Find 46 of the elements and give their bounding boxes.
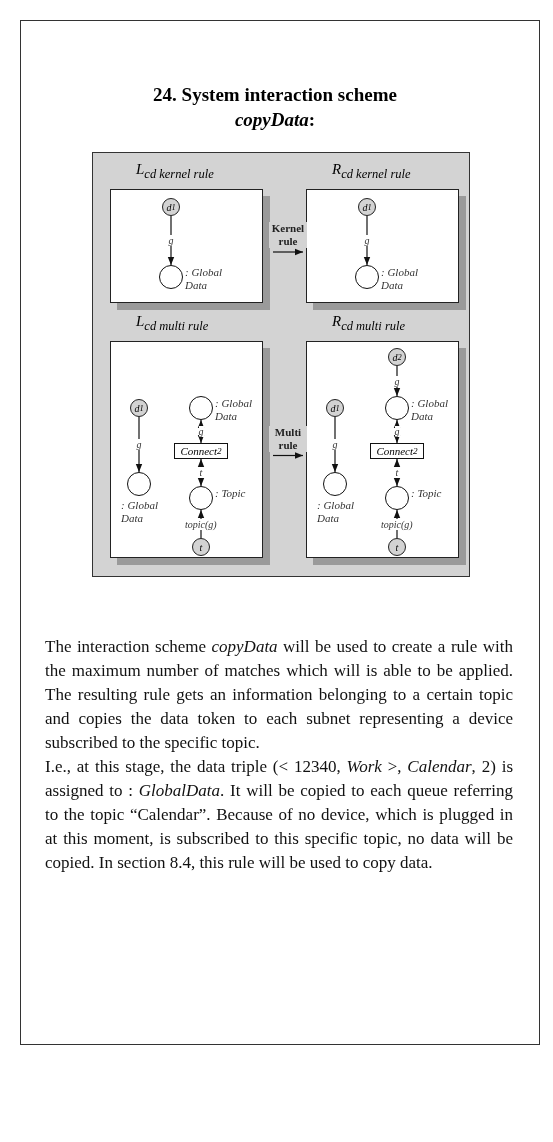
rule-heading: L$_{cd kernel rule}$: [136, 161, 214, 182]
arrow: [197, 458, 205, 487]
body-paragraph: I.e., at this stage, the data triple (< 12340, Work >, Calendar, 2) is assigned to : GlobalData. It will be copied to each queue referring to the topic “Calendar”. Because of no device, which is plugged in at this moment, is subscribed to this specific topic, no data will be copied. In section 8.4, this rule will be used to copy data.: [45, 756, 513, 874]
place-circle: [385, 486, 409, 510]
arrow: [393, 365, 401, 397]
edge-label: topic(g): [381, 518, 413, 530]
edge-label: t: [395, 467, 399, 478]
edge-label: g: [136, 439, 142, 450]
place-label: : Global Data: [121, 499, 159, 525]
place-label: : Global Data: [185, 266, 223, 292]
edge-label: Multi rule: [269, 425, 307, 452]
arrow: [393, 458, 401, 487]
place-label: : Global Data: [215, 397, 253, 423]
edge-label: g: [364, 235, 370, 246]
edge-label: topic(g): [185, 518, 217, 530]
edge-label: t: [199, 467, 203, 478]
edge-label: g: [394, 426, 400, 437]
place-label: : Topic: [411, 487, 443, 500]
place-circle: [127, 472, 151, 496]
place-circle: [385, 396, 409, 420]
edge-label: Kernel rule: [269, 222, 307, 248]
arrow: [135, 416, 143, 473]
rule-heading: R$_{cd multi rule}$: [332, 313, 406, 334]
token-circle: t: [388, 538, 406, 556]
place-circle: [159, 265, 183, 289]
token-circle: t: [192, 538, 210, 556]
rule-heading: R$_{cd kernel rule}$: [332, 161, 411, 182]
arrow: [272, 248, 304, 256]
panel-background: [92, 152, 470, 577]
edge-label: g: [394, 375, 400, 387]
figure-title: 24. System interaction scheme copyData:: [152, 83, 398, 132]
place-circle: [323, 472, 347, 496]
arrow: [331, 416, 339, 473]
place-label: : Global Data: [317, 499, 355, 525]
body-paragraph: The interaction scheme copyData will be used to create a rule with the maximum number of matches which will is able to be applied. The resulting rule gets an information belonging to a certain topic and copies the data token to each subnet representing a device subscribed to the specific topic.: [45, 636, 513, 754]
place-label: : Global Data: [411, 397, 449, 423]
arrow: [272, 452, 304, 459]
place-circle: [355, 265, 379, 289]
place-label: : Topic: [215, 487, 247, 500]
edge-label: g: [168, 235, 174, 246]
place-label: : Global Data: [381, 266, 419, 292]
place-circle: [189, 396, 213, 420]
rule-heading: L$_{cd multi rule}$: [136, 313, 209, 334]
place-circle: [189, 486, 213, 510]
edge-label: g: [332, 439, 338, 450]
edge-label: g: [198, 426, 204, 437]
